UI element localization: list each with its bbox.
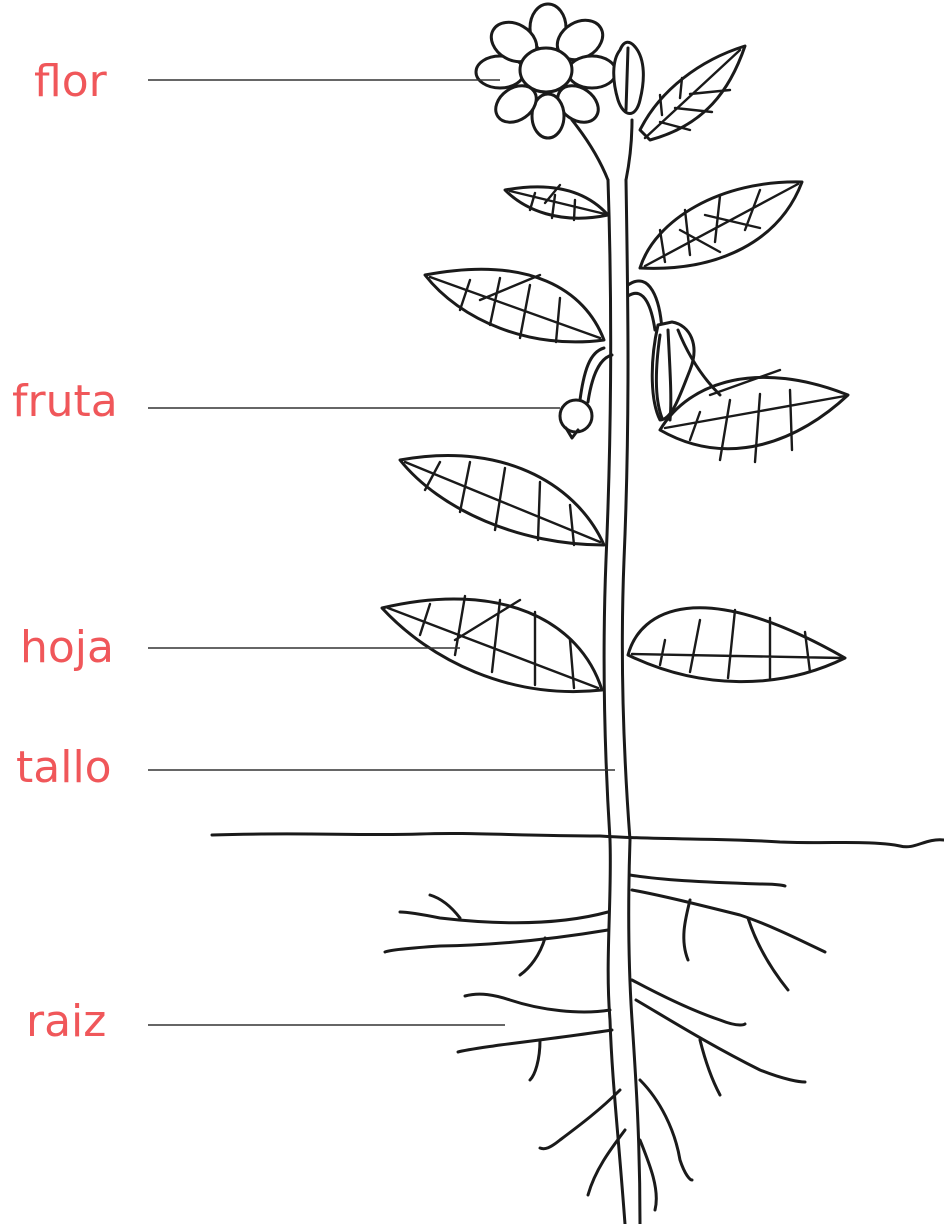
label-flor: flor [34, 60, 107, 104]
ground-line [212, 833, 944, 846]
flower [476, 4, 643, 138]
label-raiz: raiz [26, 1000, 106, 1044]
leader-lines [148, 80, 615, 1025]
leaf [628, 608, 845, 682]
label-tallo: tallo [16, 746, 112, 790]
leaves [382, 46, 848, 692]
roots [385, 840, 825, 1224]
label-hoja: hoja [20, 626, 114, 670]
stem [572, 120, 632, 840]
fruit [560, 348, 612, 438]
label-fruta: fruta [12, 380, 118, 424]
